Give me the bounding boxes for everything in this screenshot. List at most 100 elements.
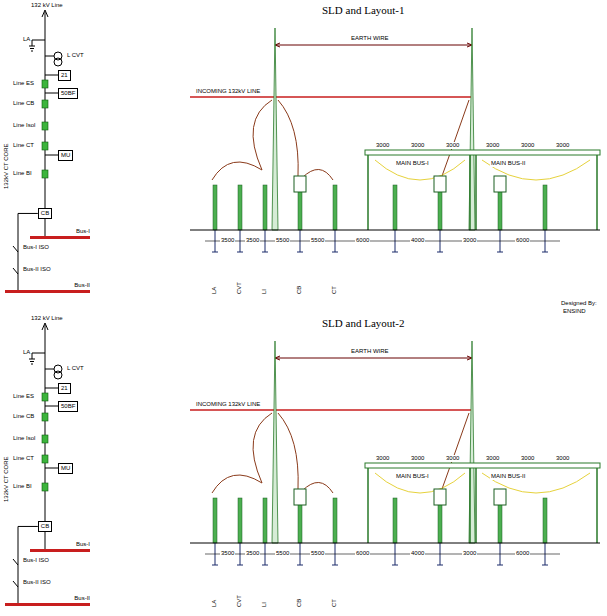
part-label: Line CT <box>12 455 35 462</box>
part-label: L CVT <box>66 52 85 59</box>
part-label: Bus-I ISO <box>22 244 50 251</box>
part-label: Line BI <box>12 170 33 177</box>
equipment-label: CVT <box>236 594 243 608</box>
dimension: 3000 <box>520 142 535 149</box>
dimension: 6000 <box>355 550 370 557</box>
part-label: ENSIND <box>562 308 587 315</box>
dimension: 5500 <box>310 550 325 557</box>
equipment-label: LA <box>211 286 218 295</box>
part-label: Designed By: <box>560 300 598 307</box>
node-text: MU <box>61 152 70 159</box>
dimension: 3000 <box>485 142 500 149</box>
part-label: Bus-I ISO <box>22 557 50 564</box>
panel-title: SLD and Layout-2 <box>320 317 406 329</box>
node-text: MU <box>61 465 70 472</box>
dimension: 3000 <box>485 455 500 462</box>
dimension: 3000 <box>445 455 460 462</box>
dimension: 3000 <box>375 142 390 149</box>
part-label: MAIN BUS-I <box>395 160 430 167</box>
bus-bar: Bus-I <box>30 236 90 239</box>
equipment-label: CT <box>331 598 338 608</box>
bay-conductor <box>45 219 46 236</box>
part-label: Line CB <box>12 413 35 420</box>
relay-box: 21 <box>58 383 71 394</box>
dimension: 3500 <box>220 237 235 244</box>
dimension: 3000 <box>462 237 477 244</box>
node-text: Bus-I <box>76 541 90 548</box>
relay-box: 21 <box>58 70 71 81</box>
part-label: INCOMING 132kV LINE <box>195 88 261 95</box>
bay-conductor <box>18 526 38 603</box>
part-label: Line ES <box>12 80 35 87</box>
part-label: EARTH WIRE <box>350 35 390 42</box>
dimension: 6000 <box>515 237 530 244</box>
dimension: 6000 <box>355 237 370 244</box>
part-label: Line Isol <box>12 122 36 129</box>
node-text: 21 <box>61 72 68 79</box>
bay-conductor <box>18 213 38 290</box>
bus-bar: Bus-II <box>5 290 90 293</box>
part-label: 132 kV Line <box>30 315 64 322</box>
part-label: LA <box>22 36 31 43</box>
dimension: 3000 <box>555 455 570 462</box>
node-text: CB <box>41 523 49 530</box>
equipment-label: CT <box>331 285 338 295</box>
dimension: 3500 <box>220 550 235 557</box>
equipment-label: CVT <box>236 281 243 295</box>
dimension: 3500 <box>245 550 260 557</box>
relay-box: MU <box>58 463 73 474</box>
dimension: 3500 <box>245 237 260 244</box>
part-label: INCOMING 132kV LINE <box>195 401 261 408</box>
equipment-label: LA <box>211 599 218 608</box>
part-label: MAIN BUS-I <box>395 473 430 480</box>
relay-box: 50BF <box>58 401 78 412</box>
part-label: Bus-II ISO <box>22 266 52 273</box>
equipment-label: LI <box>261 601 268 608</box>
dimension: 4000 <box>410 237 425 244</box>
part-label: L CVT <box>66 365 85 372</box>
dimension: 4000 <box>410 550 425 557</box>
dimension: 3000 <box>462 550 477 557</box>
equipment-label: 132kV CT CORE <box>3 455 10 503</box>
part-label: EARTH WIRE <box>350 348 390 355</box>
node-text: 50BF <box>61 90 75 97</box>
dimension: 3000 <box>445 142 460 149</box>
dimension: 3000 <box>410 455 425 462</box>
equipment-label: LI <box>261 288 268 295</box>
bus-bar: Bus-II <box>5 603 90 606</box>
bus-bar: Bus-I <box>30 549 90 552</box>
node-text: 50BF <box>61 403 75 410</box>
panel-title: SLD and Layout-1 <box>320 4 406 16</box>
part-label: Line ES <box>12 393 35 400</box>
breaker-box: CB <box>38 208 52 219</box>
equipment-label: CB <box>296 598 303 608</box>
node-text: Bus-I <box>76 228 90 235</box>
part-label: 132 kV Line <box>30 2 64 9</box>
node-text: Bus-II <box>74 595 90 602</box>
relay-box: 50BF <box>58 88 78 99</box>
bay-conductor <box>45 532 46 549</box>
part-label: MAIN BUS-II <box>490 473 526 480</box>
part-label: Line BI <box>12 483 33 490</box>
breaker-box: CB <box>38 521 52 532</box>
dimension: 5500 <box>275 550 290 557</box>
relay-box: MU <box>58 150 73 161</box>
part-label: LA <box>22 349 31 356</box>
dimension: 6000 <box>515 550 530 557</box>
part-label: Line CB <box>12 100 35 107</box>
dimension: 3000 <box>410 142 425 149</box>
dimension: 5500 <box>310 237 325 244</box>
node-text: 21 <box>61 385 68 392</box>
node-text: Bus-II <box>74 282 90 289</box>
equipment-label: 132kV CT CORE <box>3 142 10 190</box>
equipment-label: CB <box>296 285 303 295</box>
part-label: Bus-II ISO <box>22 579 52 586</box>
dimension: 3000 <box>555 142 570 149</box>
dimension: 3000 <box>375 455 390 462</box>
part-label: Line Isol <box>12 435 36 442</box>
dimension: 5500 <box>275 237 290 244</box>
node-text: CB <box>41 210 49 217</box>
part-label: MAIN BUS-II <box>490 160 526 167</box>
